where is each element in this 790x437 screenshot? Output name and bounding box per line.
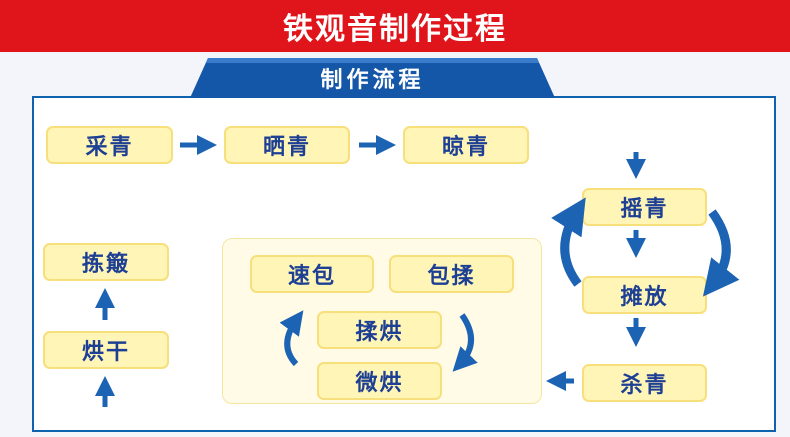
curve-yaoqing-tanfang-icon [702,209,740,297]
step-tanfang: 摊放 [582,276,707,314]
curve-rouhong-weihong-icon [452,313,478,372]
curve-weihong-rouhong-icon [279,310,304,367]
section-tab: 制作流程 [190,58,555,98]
step-honggan: 烘干 [43,331,169,369]
step-subao: 速包 [250,255,374,293]
step-shaiqing: 晒青 [224,126,350,164]
step-caiqing: 采青 [46,126,173,164]
curve-tanfang-yaoqing-icon [551,197,586,287]
step-jianlian: 拣簸 [43,243,169,281]
section-tab-label: 制作流程 [320,68,425,93]
step-rouhong: 揉烘 [317,311,442,349]
step-yaoqing: 摇青 [582,188,707,226]
step-shaqing: 杀青 [582,364,707,402]
tab-shape [190,58,555,98]
step-baorou: 包揉 [389,255,514,293]
step-weihong: 微烘 [317,362,442,400]
step-liangqing: 晾青 [403,126,529,164]
page-header: 铁观音制作过程 [0,0,790,52]
page-title: 铁观音制作过程 [283,12,507,47]
